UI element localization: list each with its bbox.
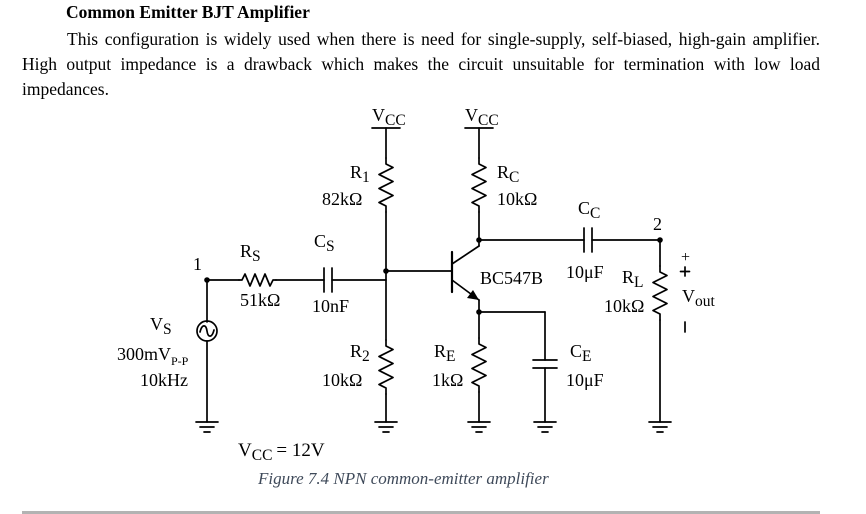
cs-value: 10nF — [312, 296, 349, 316]
rs-label: RS — [240, 241, 261, 265]
description-paragraph: This configuration is widely used when t… — [22, 29, 820, 99]
ground-icon — [195, 421, 219, 433]
rc-label: RC — [497, 162, 519, 186]
r1-resistor — [378, 157, 394, 213]
r2-value: 10kΩ — [322, 370, 362, 390]
rl-value: 10kΩ — [604, 296, 644, 316]
junction-dot — [476, 309, 482, 315]
rs-value: 51kΩ — [240, 290, 280, 310]
junction-dot — [383, 268, 389, 274]
emitter-arrow — [467, 290, 479, 300]
ce-label: CE — [570, 341, 591, 365]
junction-dot — [204, 277, 210, 283]
node-2-label: 2 — [653, 214, 662, 234]
figure-caption: Figure 7.4 NPN common-emitter amplifier — [258, 469, 549, 488]
r1-value: 82kΩ — [322, 189, 362, 209]
cc-value: 10μF — [566, 262, 604, 282]
junction-dot — [476, 237, 482, 243]
junction-dot — [657, 237, 663, 243]
ground-icon — [467, 421, 491, 433]
vout-plus: + — [681, 249, 690, 266]
ground-icon — [648, 421, 672, 433]
ground-icon — [533, 421, 557, 433]
vout-label: Vout — [682, 286, 716, 310]
node-1-label: 1 — [193, 254, 202, 274]
re-label: RE — [434, 341, 455, 365]
cc-label: CC — [578, 198, 600, 222]
rl-label: RL — [622, 267, 643, 291]
transistor-label: BC547B — [480, 268, 543, 288]
bottom-divider — [22, 511, 820, 514]
r1-label: R1 — [350, 162, 370, 186]
re-resistor — [471, 337, 487, 393]
ground-icon — [374, 421, 398, 433]
vcc-label: VCC — [465, 105, 499, 129]
ce-value: 10μF — [566, 370, 604, 390]
vs-frequency: 10kHz — [140, 370, 188, 390]
re-value: 1kΩ — [432, 370, 463, 390]
supply-label: VCC= 12V — [238, 440, 325, 464]
rs-resistor — [238, 273, 277, 287]
rc-value: 10kΩ — [497, 189, 537, 209]
section-heading: Common Emitter BJT Amplifier — [66, 2, 310, 22]
vcc-label: VCC — [372, 105, 406, 129]
cs-label: CS — [314, 231, 335, 255]
vs-amplitude: 300mVP-P — [117, 344, 189, 368]
rc-resistor — [471, 157, 487, 213]
rl-resistor — [652, 265, 668, 321]
r2-resistor — [378, 339, 394, 395]
vs-label: VS — [150, 314, 172, 338]
r2-label: R2 — [350, 341, 370, 365]
